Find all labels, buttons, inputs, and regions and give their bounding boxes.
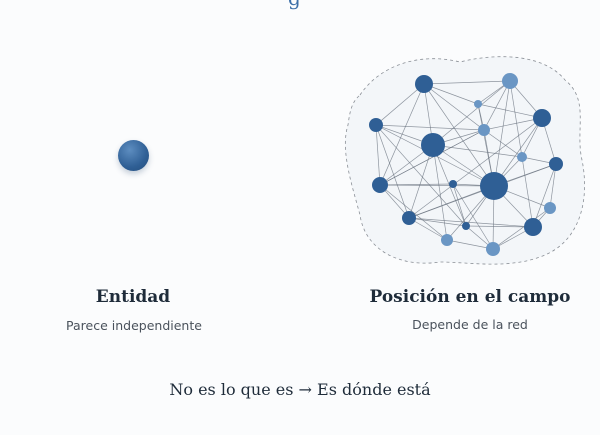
network-edge bbox=[375, 83, 425, 126]
field-subtitle: Depende de la red bbox=[412, 317, 528, 332]
isolated-entity-node bbox=[118, 140, 149, 171]
network-edge bbox=[408, 144, 434, 219]
network-edge bbox=[549, 163, 557, 209]
network-edge bbox=[452, 183, 467, 227]
network-node bbox=[415, 75, 433, 93]
network-node bbox=[533, 109, 551, 127]
network-node bbox=[544, 202, 556, 214]
network-node bbox=[441, 234, 453, 246]
network-edge bbox=[408, 217, 448, 241]
network-edge bbox=[432, 144, 448, 241]
network-node bbox=[517, 152, 527, 162]
network-edge bbox=[446, 239, 494, 250]
network-node bbox=[421, 133, 445, 157]
network-edge bbox=[493, 80, 511, 187]
network-edge bbox=[492, 207, 551, 250]
entity-subtitle: Parece independiente bbox=[66, 318, 202, 333]
network-edge bbox=[423, 80, 511, 85]
network-edge bbox=[521, 156, 534, 228]
network-edge bbox=[423, 83, 495, 187]
field-boundary bbox=[345, 56, 585, 265]
entity-title: Entidad bbox=[95, 287, 171, 307]
network-edge bbox=[423, 83, 479, 105]
cut-off-title-fragment: g bbox=[288, 0, 301, 10]
network-edge bbox=[379, 184, 495, 187]
network-edge bbox=[483, 117, 543, 131]
network-edge bbox=[379, 83, 425, 186]
network-node bbox=[449, 180, 457, 188]
network-node bbox=[402, 211, 416, 225]
network-edge bbox=[477, 103, 543, 119]
field-title: Posición en el campo bbox=[369, 287, 571, 307]
network-node bbox=[502, 73, 518, 89]
network-edge bbox=[483, 80, 511, 131]
network-edge bbox=[379, 184, 448, 241]
network-edge bbox=[408, 117, 543, 219]
network-node bbox=[462, 222, 470, 230]
network-edge bbox=[465, 225, 534, 228]
network-edge bbox=[408, 217, 534, 228]
network-edge bbox=[509, 80, 523, 158]
network-edge bbox=[423, 83, 485, 131]
network-edge bbox=[379, 129, 485, 186]
network-edge bbox=[375, 124, 381, 186]
network-node bbox=[474, 100, 482, 108]
network-node bbox=[478, 124, 490, 136]
network-node bbox=[480, 172, 508, 200]
network-node bbox=[369, 118, 383, 132]
network-edge bbox=[408, 185, 495, 219]
network-edge bbox=[532, 163, 557, 228]
network-node bbox=[524, 218, 542, 236]
network-edge bbox=[483, 129, 523, 158]
network-edge bbox=[408, 217, 467, 227]
network-edge bbox=[375, 124, 485, 131]
network-edge bbox=[432, 144, 523, 158]
network-edge bbox=[375, 124, 410, 219]
network-node bbox=[486, 242, 500, 256]
network-node bbox=[549, 157, 563, 171]
network-edge bbox=[432, 80, 511, 146]
footer-caption: No es lo que es → Es dónde está bbox=[169, 380, 431, 399]
network-edge bbox=[375, 124, 467, 227]
network-node bbox=[372, 177, 388, 193]
